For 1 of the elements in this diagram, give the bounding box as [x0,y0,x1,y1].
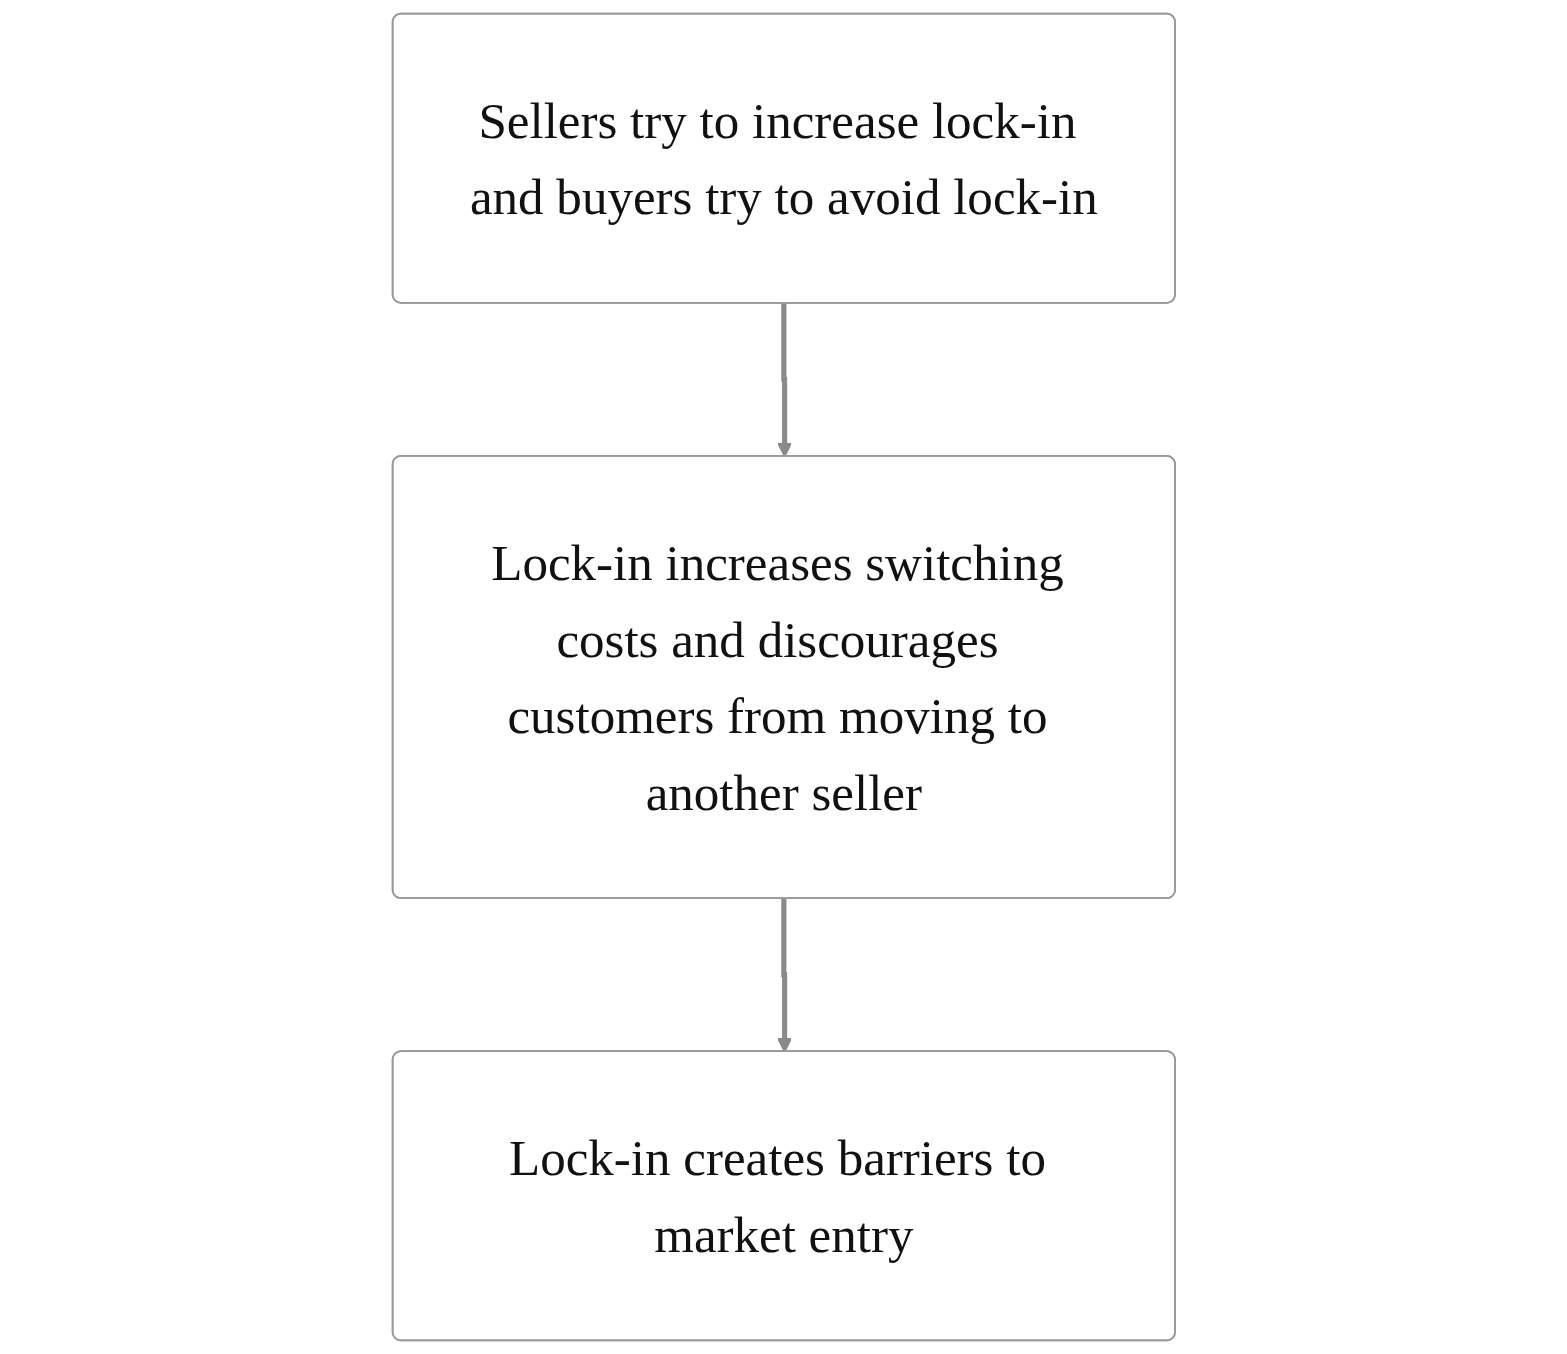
flowchart: Sellers try to increase lock-in and buyers try to avoid lock-in Lock-in increases switching costs and discourages customers from moving to another seller Lock-in creates barriers to market entry [378,0,1189,1354]
